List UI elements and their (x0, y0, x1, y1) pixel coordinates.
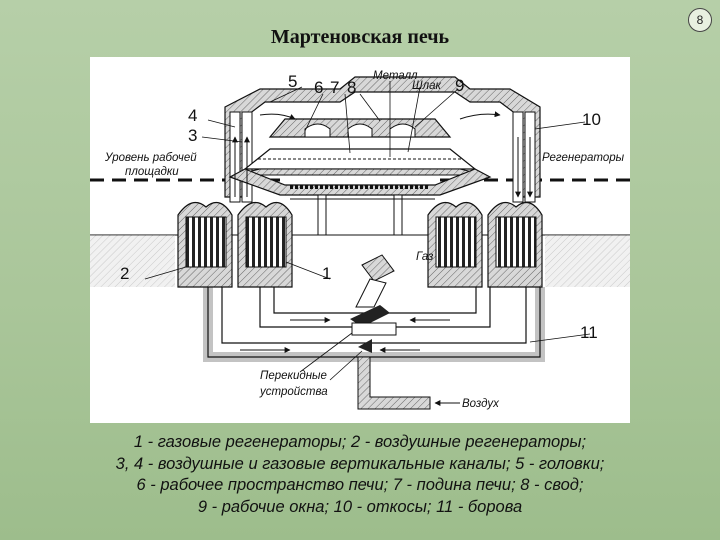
label-slag: Шлак (412, 80, 441, 92)
furnace-diagram: 5 6 7 8 Металл Шлак 9 4 3 10 Уровень раб… (90, 57, 630, 423)
regenerator-right-2 (487, 201, 543, 288)
furnace-roof (268, 118, 452, 138)
caption-line: 3, 4 - воздушные и газовые вертикальные … (115, 454, 605, 473)
label-8: 8 (347, 78, 356, 97)
label-7: 7 (330, 78, 339, 97)
label-regenerators: Регенераторы (542, 152, 625, 164)
leader-lines (144, 81, 591, 381)
label-6: 6 (314, 78, 323, 97)
working-window (389, 123, 416, 138)
slide-title: Мартеновская печь (270, 26, 450, 48)
label-9: 9 (455, 76, 464, 95)
flow-arrows (232, 111, 533, 198)
legend-caption: 1 - газовые регенераторы; 2 - воздушные … (0, 432, 720, 518)
label-switch-2: устройства (259, 386, 328, 398)
label-metal: Металл (373, 70, 418, 82)
furnace-bath (228, 148, 492, 196)
label-air: Воздух (462, 398, 500, 410)
furnace-diagram-svg: 5 6 7 8 Металл Шлак 9 4 3 10 Уровень раб… (90, 70, 630, 410)
label-floor-level-2: площадки (125, 166, 179, 178)
label-gas: Газ (416, 251, 434, 263)
label-10: 10 (582, 110, 601, 129)
caption-line: 6 - рабочее пространство печи; 7 - подин… (136, 476, 584, 494)
caption-line: 9 - рабочие окна; 10 - откосы; 11 - боро… (197, 497, 523, 516)
label-floor-level-1: Уровень рабочей (104, 152, 197, 164)
regenerator-right-1 (427, 201, 483, 288)
working-window (304, 123, 331, 138)
hearth-supports (290, 194, 435, 236)
label-3: 3 (188, 126, 197, 145)
ground (90, 234, 630, 287)
label-5: 5 (288, 72, 297, 91)
label-4: 4 (188, 106, 197, 125)
gas-inlet (355, 254, 395, 308)
air-inlet (357, 356, 460, 410)
label-switch-1: Перекидные (260, 370, 327, 382)
label-11: 11 (580, 323, 598, 342)
label-2: 2 (120, 264, 129, 283)
page-number: 8 (688, 8, 712, 32)
regenerator-left-2 (177, 201, 233, 288)
diagram-labels: 5 6 7 8 Металл Шлак 9 4 3 10 Уровень раб… (104, 70, 625, 410)
caption-line: 1 - газовые регенераторы; 2 - воздушные … (133, 433, 587, 451)
label-1: 1 (322, 264, 331, 283)
working-window (347, 123, 373, 138)
switching-devices (350, 305, 397, 353)
regenerator-left-1 (237, 201, 293, 288)
